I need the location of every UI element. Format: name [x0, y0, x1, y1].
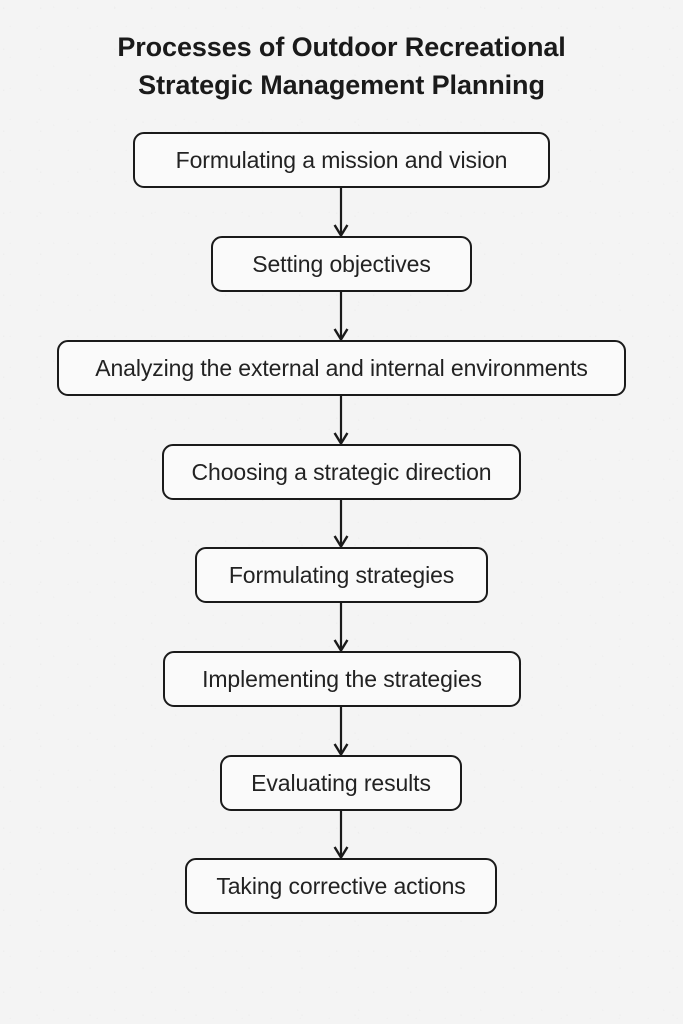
- flow-node-label: Taking corrective actions: [216, 872, 466, 899]
- flow-node-label: Evaluating results: [251, 769, 431, 796]
- flow-node-step-4[interactable]: Choosing a strategic direction: [162, 444, 521, 500]
- page-title: Processes of Outdoor Recreational Strate…: [0, 28, 683, 105]
- flow-node-step-6[interactable]: Implementing the strategies: [163, 651, 521, 707]
- page-title-line-1: Processes of Outdoor Recreational: [117, 32, 566, 62]
- arrow-icon-arrow-4-5: [329, 500, 353, 549]
- page-title-line-2: Strategic Management Planning: [138, 70, 545, 101]
- flow-node-step-7[interactable]: Evaluating results: [220, 755, 462, 811]
- arrow-icon-arrow-5-6: [329, 603, 353, 653]
- flow-node-label: Setting objectives: [252, 250, 431, 277]
- flow-node-label: Formulating a mission and vision: [175, 146, 508, 173]
- flow-node-label: Choosing a strategic direction: [191, 458, 492, 485]
- flow-node-step-3[interactable]: Analyzing the external and internal envi…: [57, 340, 626, 396]
- flow-node-step-2[interactable]: Setting objectives: [211, 236, 472, 292]
- flow-node-step-8[interactable]: Taking corrective actions: [185, 858, 497, 914]
- arrow-icon-arrow-6-7: [329, 707, 353, 757]
- flow-node-label: Analyzing the external and internal envi…: [95, 354, 588, 381]
- arrow-icon-arrow-3-4: [329, 396, 353, 446]
- flow-node-step-5[interactable]: Formulating strategies: [195, 547, 488, 603]
- flow-node-label: Formulating strategies: [228, 561, 455, 588]
- arrow-icon-arrow-1-2: [329, 188, 353, 238]
- arrow-icon-arrow-7-8: [329, 811, 353, 860]
- flow-node-step-1[interactable]: Formulating a mission and vision: [133, 132, 550, 188]
- flow-node-label: Implementing the strategies: [202, 665, 482, 692]
- arrow-icon-arrow-2-3: [329, 292, 353, 342]
